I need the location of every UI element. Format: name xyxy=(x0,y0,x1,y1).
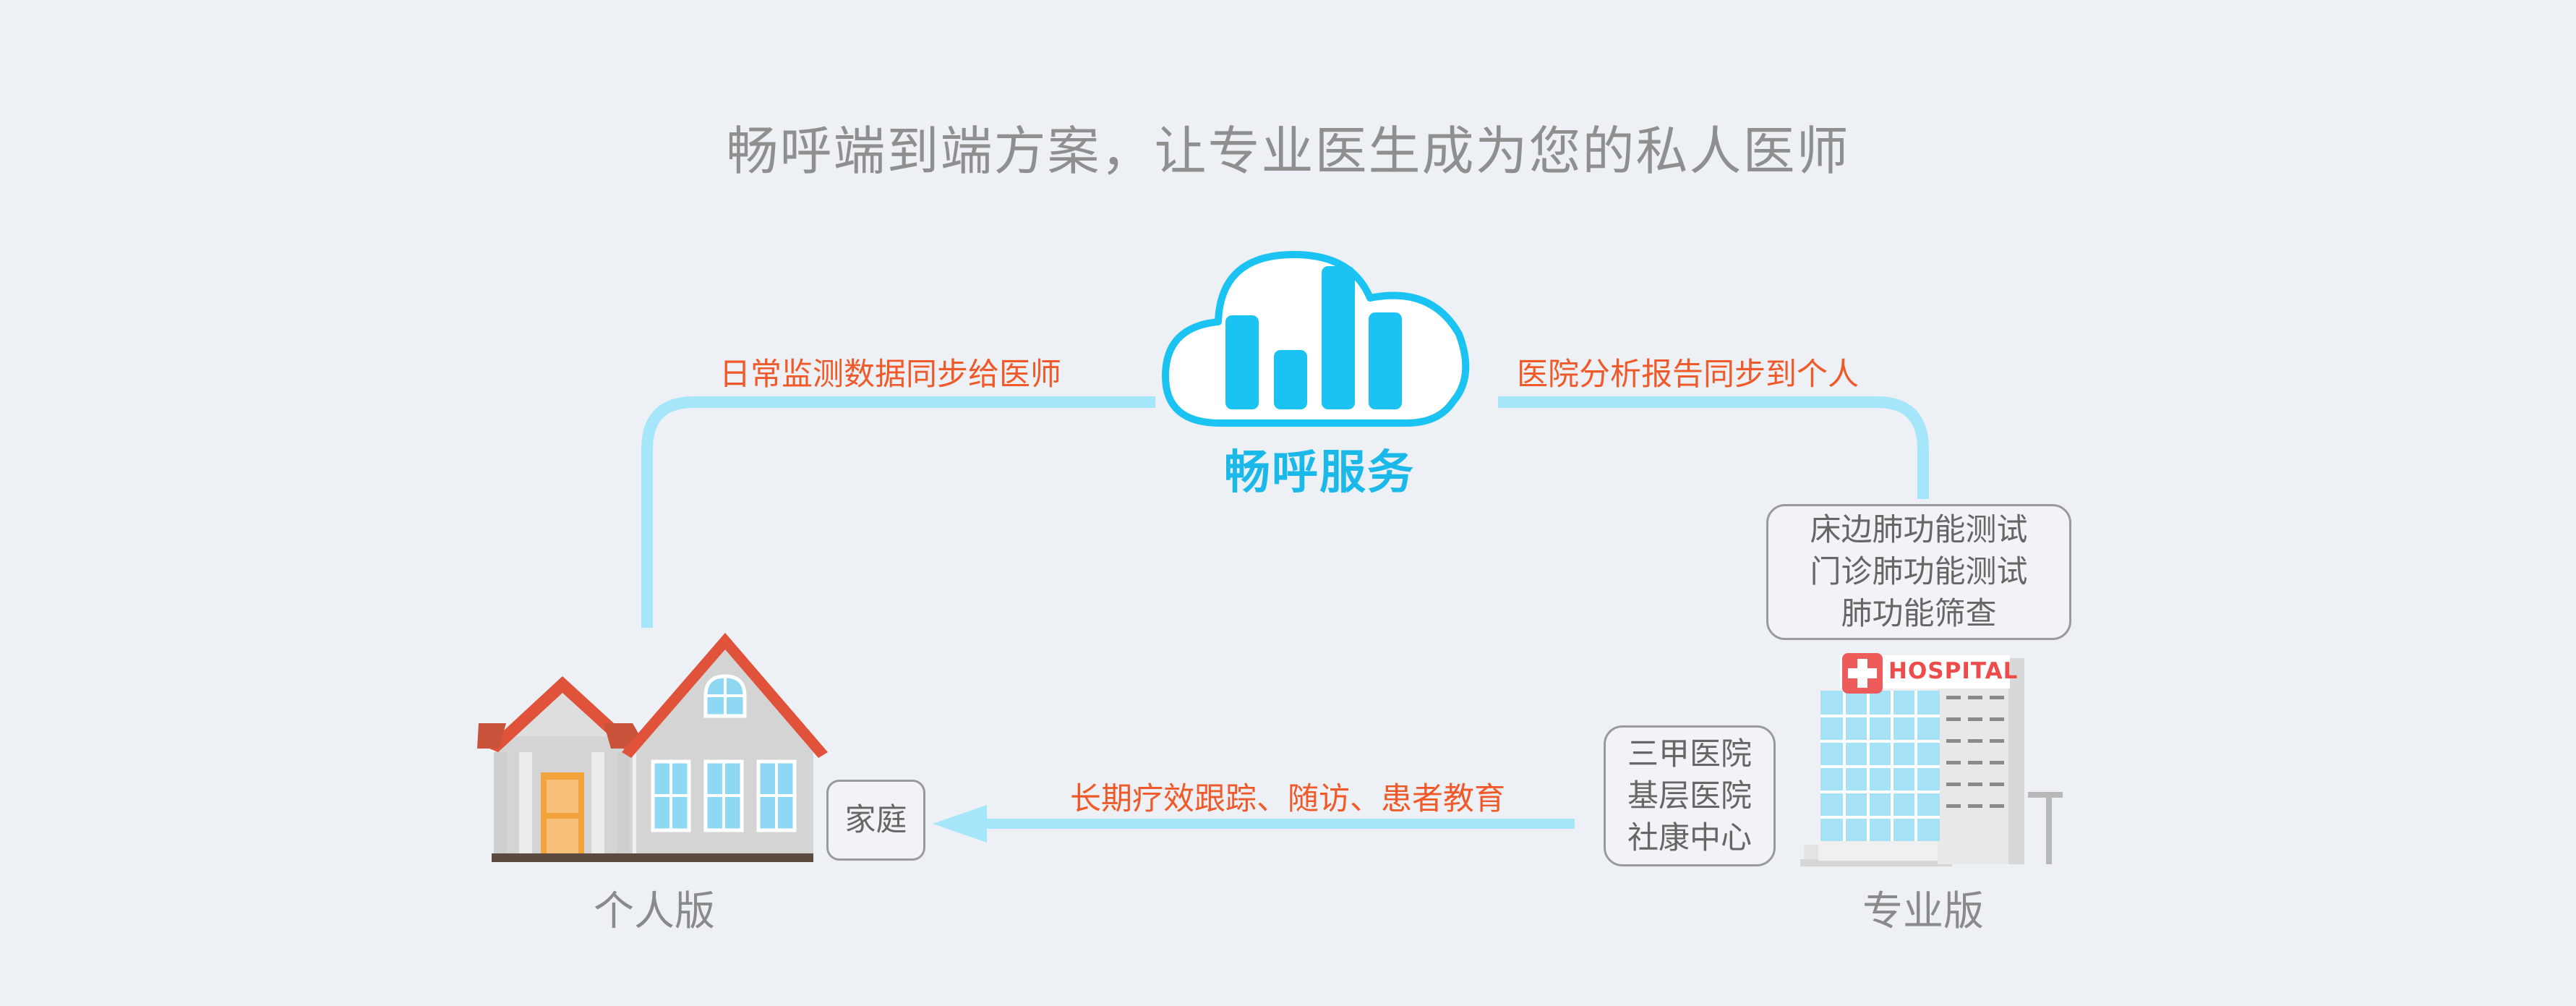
cloud-chart-icon xyxy=(1162,251,1470,427)
hospital-tests-box: 床边肺功能测试 门诊肺功能测试 肺功能筛查 xyxy=(1766,504,2071,640)
connector-line-right xyxy=(1498,396,1929,499)
hospital-sign-text: HOSPITAL xyxy=(1888,658,2019,684)
personal-version-label: 个人版 xyxy=(594,888,715,935)
institution-item: 三甲医院 xyxy=(1627,736,1752,772)
flow-label-top-left: 日常监测数据同步给医师 xyxy=(719,357,1061,393)
home-box-label: 家庭 xyxy=(844,802,907,838)
institution-item: 社康中心 xyxy=(1627,819,1752,856)
flow-label-top-right: 医院分析报告同步到个人 xyxy=(1517,357,1859,393)
test-item: 肺功能筛查 xyxy=(1841,596,1997,632)
cloud-service-label: 畅呼服务 xyxy=(1224,446,1415,500)
hospital-icon xyxy=(1800,653,2063,866)
connector-line-left xyxy=(641,396,1155,628)
institution-item: 基层医院 xyxy=(1627,777,1752,814)
flow-label-bottom: 长期疗效跟踪、随访、患者教育 xyxy=(1070,781,1505,817)
bottom-arrow xyxy=(933,805,1575,843)
test-item: 门诊肺功能测试 xyxy=(1810,554,2028,590)
professional-version-label: 专业版 xyxy=(1862,888,1984,935)
page-title: 畅呼端到端方案，让专业医生成为您的私人医师 xyxy=(726,121,1850,182)
home-box: 家庭 xyxy=(826,780,925,861)
house-icon xyxy=(477,633,828,862)
institutions-box: 三甲医院 基层医院 社康中心 xyxy=(1604,725,1776,866)
test-item: 床边肺功能测试 xyxy=(1810,512,2028,548)
